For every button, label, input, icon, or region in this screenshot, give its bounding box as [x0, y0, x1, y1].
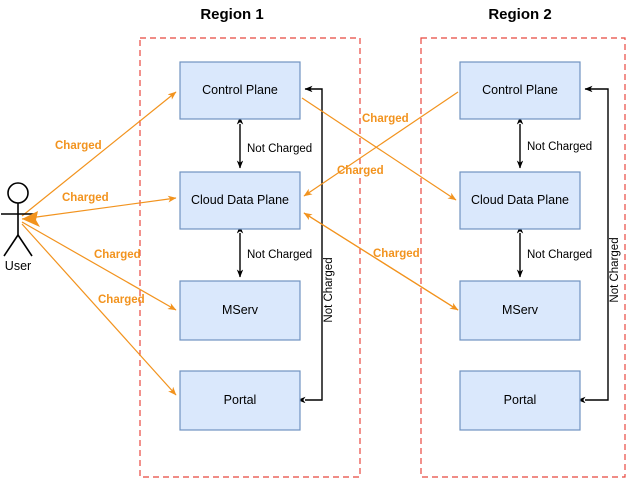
edge-user-to-r1-portal: [21, 223, 177, 396]
r2-edge-portal-cp-label: Not Charged: [609, 237, 621, 302]
region2-boundary: [420, 37, 626, 478]
node-r2-cloud-data-plane-label: Cloud Data Plane: [471, 193, 569, 207]
node-r1-control-plane[interactable]: Control Plane: [179, 61, 301, 120]
edge-user-to-r1-mserv-label: Charged: [94, 249, 141, 261]
node-r1-cloud-data-plane[interactable]: Cloud Data Plane: [179, 171, 301, 230]
node-r1-portal[interactable]: Portal: [179, 370, 301, 431]
region2-title: Region 2: [488, 6, 551, 23]
edge-user-to-r1-cloud-data-plane-label: Charged: [62, 192, 109, 204]
edge-r2-cp-to-r1-cdp: [303, 91, 459, 197]
r2-edge-portal-cp: [577, 85, 609, 404]
edge-user-to-r1-control-plane-label: Charged: [55, 140, 102, 152]
node-r1-control-plane-label: Control Plane: [202, 83, 278, 97]
user-inbound-arrowhead: [22, 211, 40, 227]
edge-r1-cp-to-r2-cdp: [301, 97, 457, 201]
region1-title: Region 1: [200, 6, 263, 23]
node-r1-cloud-data-plane-label: Cloud Data Plane: [191, 193, 289, 207]
r2-edge-cdp-mserv-label: Not Charged: [527, 249, 592, 261]
user-actor-label: User: [5, 259, 31, 273]
node-r2-cloud-data-plane[interactable]: Cloud Data Plane: [459, 171, 581, 230]
node-r1-portal-label: Portal: [224, 393, 257, 407]
node-r2-control-plane-label: Control Plane: [482, 83, 558, 97]
node-r1-mserv-label: MServ: [222, 303, 259, 317]
edge-user-to-r1-cloud-data-plane: [21, 195, 177, 220]
edge-r1-cp-to-r2-cdp-label: Charged: [337, 165, 384, 177]
node-r2-portal-label: Portal: [504, 393, 537, 407]
edge-user-to-r1-control-plane: [21, 91, 177, 217]
edge-user-to-r1-portal-label: Charged: [98, 294, 145, 306]
edge-user-to-r1-mserv: [21, 221, 177, 311]
node-r2-portal[interactable]: Portal: [459, 370, 581, 431]
edge-r2-cp-to-r1-cdp-label: Charged: [362, 113, 409, 125]
edge-r1-cdp-to-r2-mserv: [303, 212, 459, 311]
edge-r1-cdp-to-r2-mserv-label: Charged: [373, 248, 420, 260]
r1-edge-portal-cp: [297, 85, 323, 404]
r1-edge-cp-cdp-label: Not Charged: [247, 143, 312, 155]
node-r2-mserv-label: MServ: [502, 303, 539, 317]
node-r2-mserv[interactable]: MServ: [459, 280, 581, 341]
user-actor-icon[interactable]: [1, 182, 35, 257]
r1-edge-portal-cp-label: Not Charged: [323, 257, 335, 322]
r2-edge-cp-cdp-label: Not Charged: [527, 141, 592, 153]
region1-boundary: [139, 37, 361, 478]
node-r2-control-plane[interactable]: Control Plane: [459, 61, 581, 120]
r1-edge-cdp-mserv-label: Not Charged: [247, 249, 312, 261]
node-r1-mserv[interactable]: MServ: [179, 280, 301, 341]
